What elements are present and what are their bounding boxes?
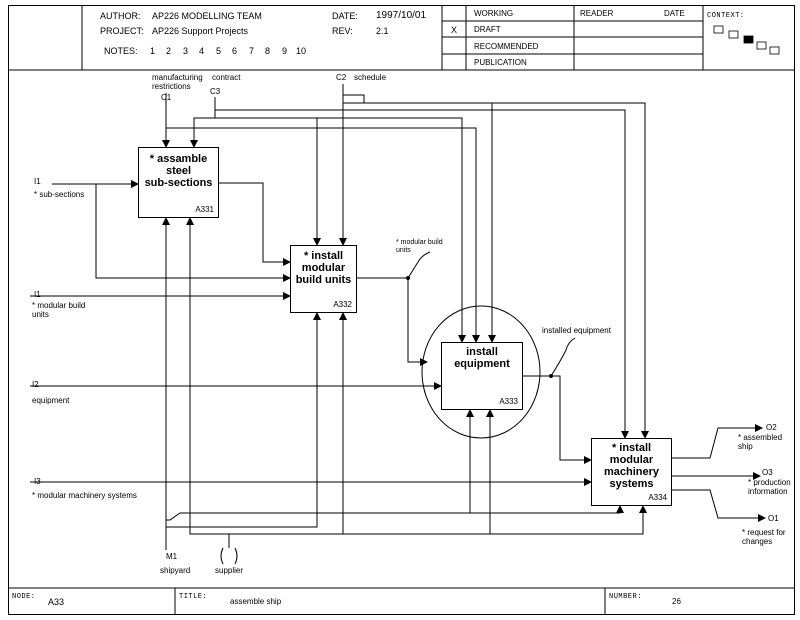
label-contract: contract xyxy=(212,73,241,82)
label-c3: C3 xyxy=(210,87,221,96)
label-o1: O1 xyxy=(768,514,779,523)
activity-box-a331: * assamble steel sub-sections A331 xyxy=(138,147,219,218)
note-8: 8 xyxy=(265,46,271,56)
label-o2: O2 xyxy=(766,423,777,432)
diagram-frame xyxy=(8,5,795,615)
label-o3: O3 xyxy=(762,468,773,477)
box-a331-line2: steel xyxy=(165,165,192,177)
box-a334-line3: machinery xyxy=(603,466,660,478)
box-a331-id: A331 xyxy=(195,205,214,214)
label-modular-build-1: * modular build xyxy=(32,301,86,310)
activity-box-a332: * install modular build units A332 xyxy=(290,245,357,313)
label-production-a: * production xyxy=(748,478,791,487)
date-label: DATE: xyxy=(332,11,358,21)
label-modular-build-2: units xyxy=(32,310,49,319)
label-m1: M1 xyxy=(166,552,178,561)
label-restrictions: restrictions xyxy=(152,82,191,91)
note-2: 2 xyxy=(166,46,172,56)
box-a332-line2: modular xyxy=(301,262,346,274)
reader-label: READER xyxy=(580,9,614,18)
label-assembled-b: ship xyxy=(738,442,753,451)
reader-date-label: DATE xyxy=(664,9,685,18)
node-label: NODE: xyxy=(12,593,36,601)
label-c1: C1 xyxy=(161,93,172,102)
status-working: WORKING xyxy=(474,9,514,18)
label-modular-build-units-a: * modular build xyxy=(396,239,443,246)
draft-mark: X xyxy=(451,25,458,35)
note-5: 5 xyxy=(216,46,222,56)
note-10: 10 xyxy=(296,46,307,56)
label-equipment: equipment xyxy=(32,396,70,405)
note-9: 9 xyxy=(282,46,288,56)
label-assembled-a: * assembled xyxy=(738,433,783,442)
label-production-b: information xyxy=(748,487,788,496)
box-a333-line1: install xyxy=(466,346,498,358)
label-shipyard: shipyard xyxy=(160,566,191,575)
notes-label: NOTES: xyxy=(104,46,138,56)
activity-box-a334: * install modular machinery systems A334 xyxy=(591,438,672,506)
note-4: 4 xyxy=(199,46,205,56)
project-value: AP226 Support Projects xyxy=(152,26,249,36)
note-7: 7 xyxy=(249,46,255,56)
label-request-a: * request for xyxy=(742,528,786,537)
label-subsections: * sub-sections xyxy=(34,190,85,199)
date-value: 1997/10/01 xyxy=(376,10,427,21)
label-modular-machinery: * modular machinery systems xyxy=(32,491,137,500)
box-a331-line1: * assamble xyxy=(149,153,208,165)
label-c2: C2 xyxy=(336,73,347,82)
rev-label: REV: xyxy=(332,26,353,36)
box-a332-line3: build units xyxy=(295,274,352,286)
project-label: PROJECT: xyxy=(100,26,144,36)
label-manufacturing: manufacturing xyxy=(152,73,203,82)
node-value: A33 xyxy=(48,597,65,607)
status-recommended: RECOMMENDED xyxy=(474,42,539,51)
label-i2: I2 xyxy=(32,380,39,389)
label-i1-subsections: I1 xyxy=(34,177,41,186)
label-i3: I3 xyxy=(34,477,41,486)
box-a331-line3: sub-sections xyxy=(144,177,213,189)
label-modular-build-units-b: units xyxy=(396,247,411,254)
number-value: 26 xyxy=(672,597,681,606)
note-1: 1 xyxy=(150,46,156,56)
box-a333-line2: equipment xyxy=(454,358,510,370)
context-label: CONTEXT: xyxy=(707,12,745,20)
status-publication: PUBLICATION xyxy=(474,58,527,67)
box-a334-line4: systems xyxy=(609,478,654,490)
title-value: assemble ship xyxy=(230,597,282,606)
label-schedule: schedule xyxy=(354,73,387,82)
label-installed-equipment: installed equipment xyxy=(542,326,611,335)
author-label: AUTHOR: xyxy=(100,11,141,21)
box-a334-line1: * install xyxy=(611,442,652,454)
box-a332-line1: * install xyxy=(303,250,344,262)
status-draft: DRAFT xyxy=(474,25,501,34)
box-a334-line2: modular xyxy=(609,454,654,466)
box-a332-id: A332 xyxy=(333,300,352,309)
author-value: AP226 MODELLING TEAM xyxy=(152,11,262,21)
number-label: NUMBER: xyxy=(609,593,642,601)
label-request-b: changes xyxy=(742,537,773,546)
activity-box-a333: install equipment A333 xyxy=(441,342,523,410)
label-supplier: supplier xyxy=(215,566,244,575)
box-a334-id: A334 xyxy=(648,493,667,502)
rev-value: 2.1 xyxy=(376,26,389,36)
label-i1-modular: I1 xyxy=(34,290,41,299)
note-6: 6 xyxy=(232,46,238,56)
note-3: 3 xyxy=(183,46,189,56)
title-label: TITLE: xyxy=(179,593,208,601)
box-a333-id: A333 xyxy=(499,397,518,406)
